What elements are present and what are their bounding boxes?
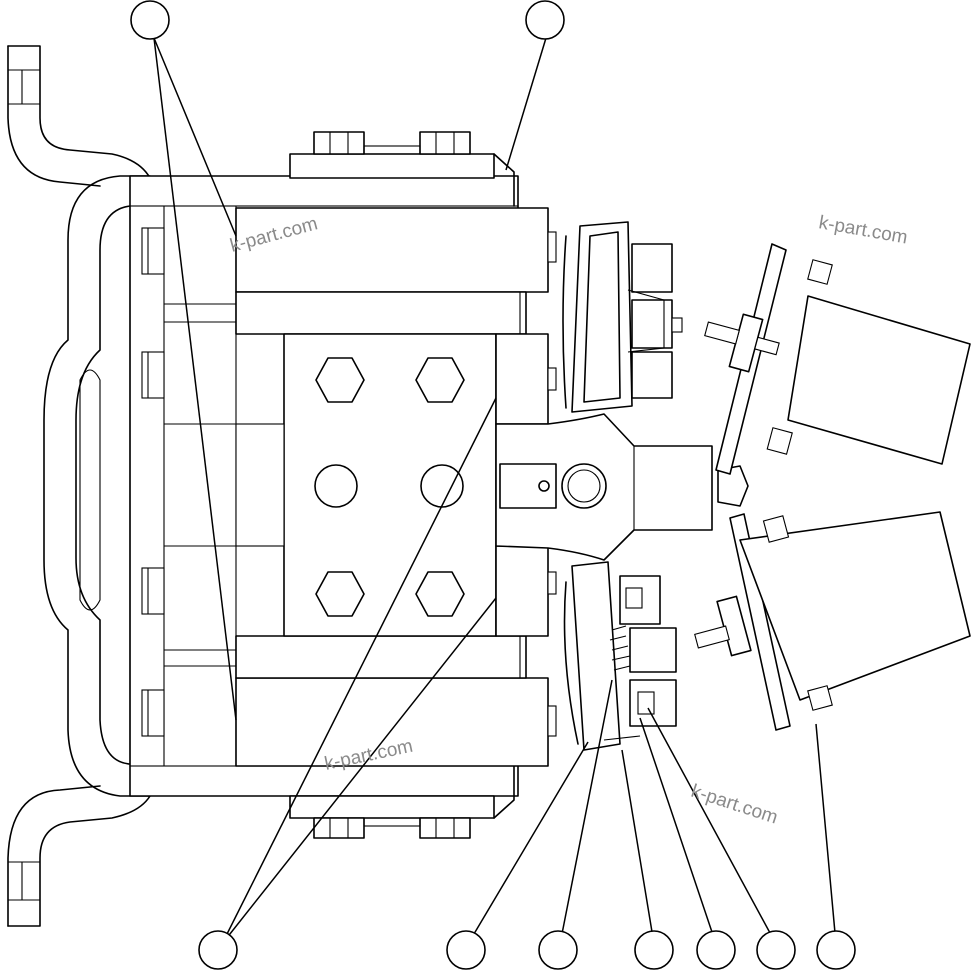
lower-bracket	[563, 561, 677, 751]
callout-1	[130, 0, 170, 40]
callout-4	[446, 930, 486, 970]
callout-7	[696, 930, 736, 970]
callout-3	[198, 930, 238, 970]
main-body	[129, 131, 557, 839]
left-rail-assembly	[7, 45, 151, 927]
leader-lines	[153, 37, 837, 945]
callout-5	[538, 930, 578, 970]
callout-circles	[130, 0, 856, 970]
upper-solenoid	[704, 243, 971, 475]
lower-solenoid	[694, 511, 971, 731]
callout-8	[756, 930, 796, 970]
lever-assembly	[495, 413, 749, 561]
upper-bracket	[562, 221, 683, 413]
callout-2	[525, 0, 565, 40]
watermark-text: k-part.com	[688, 781, 780, 829]
callout-9	[816, 930, 856, 970]
callout-6	[634, 930, 674, 970]
watermark-text: k-part.com	[817, 212, 909, 248]
